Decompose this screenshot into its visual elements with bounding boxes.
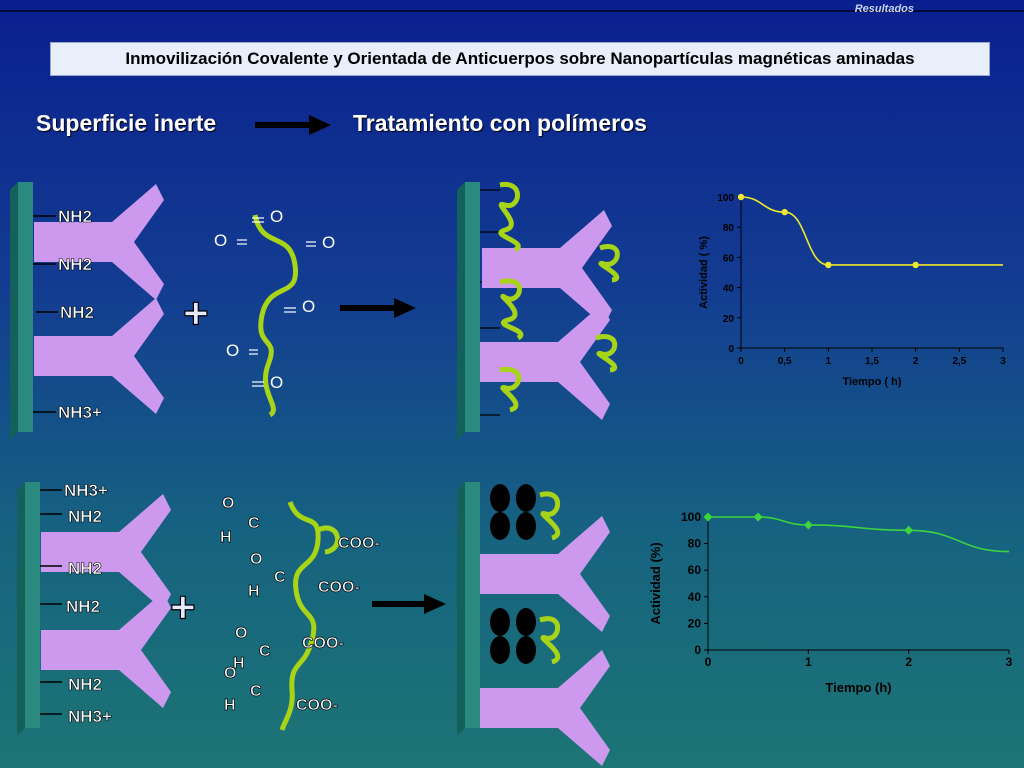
y-tick-label: 40: [688, 590, 702, 604]
heading-polymer-treatment: Tratamiento con polímeros: [353, 110, 647, 136]
header-rule: [0, 10, 1024, 12]
diagram-top: NH2 NH2 NH2 NH3+ + O O O O O O: [10, 182, 620, 440]
oxygen-label: O: [270, 373, 283, 392]
nh-label: NH2: [68, 675, 102, 694]
data-point: [904, 525, 914, 535]
x-tick-label: 1: [826, 356, 832, 367]
data-point: [803, 520, 813, 530]
aldehyde-h: H: [220, 529, 232, 546]
data-point: [753, 512, 763, 522]
x-tick-label: 2: [913, 356, 919, 367]
x-tick-label: 2: [905, 655, 912, 669]
y-tick-label: 80: [723, 223, 735, 234]
y-axis-label: Actividad ( %): [698, 236, 710, 309]
plus-sign: +: [183, 289, 209, 338]
nh-label: NH3+: [64, 481, 108, 500]
nh-label: NH2: [58, 207, 92, 226]
y-tick-label: 20: [688, 616, 702, 630]
carboxylate-label: COO-: [318, 579, 360, 596]
y-tick-label: 0: [694, 643, 701, 657]
antibody-bottom-4: [480, 650, 610, 766]
y-tick-label: 20: [723, 314, 735, 325]
reaction-arrow-icon: [372, 594, 446, 614]
nh-label: NH2: [68, 559, 102, 578]
nh-label: NH3+: [58, 403, 102, 422]
x-tick-label: 3: [1006, 655, 1013, 669]
nh-label: NH3+: [68, 707, 112, 726]
surface-slab-bottom-left: [17, 482, 40, 736]
aldehyde-c: C: [248, 515, 260, 532]
aldehyde-h: H: [224, 697, 236, 714]
polymer-strand-oxidized: [252, 214, 299, 418]
nh-label: NH2: [58, 255, 92, 274]
heading-arrow-icon: [255, 115, 331, 135]
data-point: [781, 208, 788, 216]
x-tick-label: 0: [705, 655, 712, 669]
x-tick-label: 1: [805, 655, 812, 669]
surface-slab-top-left: [10, 182, 33, 440]
nh-label: NH2: [66, 597, 100, 616]
plus-sign: +: [170, 583, 196, 632]
aldehyde-c: C: [274, 569, 286, 586]
aldehyde-o: O: [224, 665, 236, 682]
y-tick-label: 100: [681, 510, 701, 524]
oxygen-label: O: [214, 231, 227, 250]
surface-slab-bottom-right: [457, 482, 480, 736]
surface-slab-top-right: [457, 182, 480, 440]
section-label: Resultados: [854, 3, 914, 15]
series-line: [708, 516, 1010, 553]
antibody-top-2: [34, 298, 164, 414]
aldehyde-o: O: [235, 625, 247, 642]
y-tick-label: 60: [723, 253, 735, 264]
heading-inert-surface: Superficie inerte: [36, 110, 217, 136]
y-axis-label: Actividad (%): [648, 542, 663, 624]
aldehyde-c: C: [250, 683, 262, 700]
y-tick-label: 0: [728, 344, 734, 355]
aldehyde-o: O: [222, 495, 234, 512]
oxygen-label: O: [270, 207, 283, 226]
antibody-top-4: [480, 304, 610, 420]
antibody-top-3: [482, 210, 612, 326]
data-point: [912, 261, 919, 269]
carboxylate-label: COO-: [296, 697, 338, 714]
y-tick-label: 100: [717, 193, 734, 204]
antibody-top-1: [34, 184, 164, 300]
polymer-coils-bottom: [539, 491, 561, 665]
data-point: [825, 261, 832, 269]
x-tick-label: 2,5: [952, 356, 966, 367]
data-point: [703, 512, 713, 522]
x-tick-label: 0: [738, 356, 744, 367]
aldehyde-h: H: [248, 583, 260, 600]
reaction-arrow-icon: [340, 298, 416, 318]
y-tick-label: 60: [688, 563, 702, 577]
nh-label: NH2: [68, 507, 102, 526]
y-tick-label: 40: [723, 284, 735, 295]
slide-title: Inmovilización Covalente y Orientada de …: [50, 42, 990, 76]
aldehyde-c: C: [259, 643, 271, 660]
oxygen-label: O: [302, 297, 315, 316]
nh-label: NH2: [60, 303, 94, 322]
series-line: [740, 196, 1003, 266]
diagram-bottom: NH3+ NH2 NH2 NH2 NH2 NH3+ + O C H O C H …: [17, 481, 610, 766]
x-axis-label: Tiempo ( h): [842, 376, 901, 388]
y-tick-label: 80: [688, 537, 702, 551]
x-axis-label: Tiempo (h): [825, 680, 891, 695]
antibody-bottom-2: [41, 592, 171, 708]
aldehyde-o: O: [250, 551, 262, 568]
oxygen-label: O: [322, 233, 335, 252]
antibody-bottom-1: [41, 494, 171, 610]
x-tick-label: 3: [1000, 356, 1006, 367]
aldehyde-h: H: [233, 655, 245, 672]
oxygen-label: O: [226, 341, 239, 360]
x-tick-label: 0,5: [778, 356, 792, 367]
blocking-molecules: [490, 484, 536, 664]
carboxylate-label: COO-: [302, 635, 344, 652]
polymer-coils-top: [498, 182, 620, 413]
x-tick-label: 1,5: [865, 356, 879, 367]
carboxylate-label: COO-: [338, 535, 380, 552]
data-point: [737, 193, 745, 201]
polymer-strand-aldehyde: [279, 501, 321, 731]
